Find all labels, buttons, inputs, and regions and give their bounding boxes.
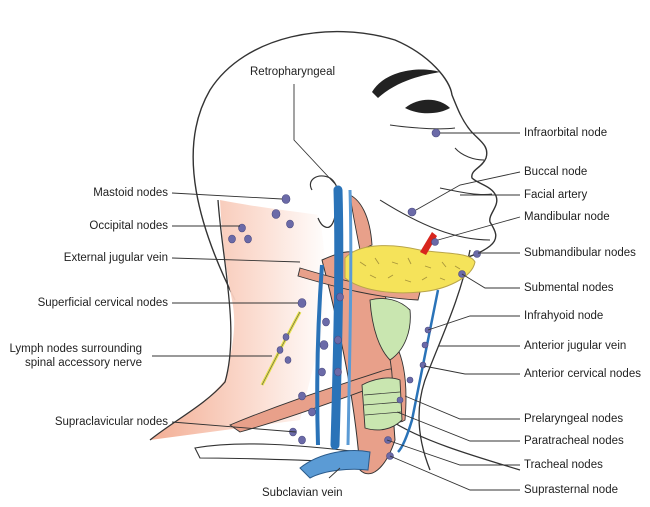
label-lymph-nodes-surrounding: Lymph nodes surrounding bbox=[9, 343, 142, 355]
internal-jugular-vein-2 bbox=[346, 189, 353, 446]
lymph-nodes bbox=[228, 128, 481, 460]
ring-lines bbox=[363, 391, 402, 416]
label-submental-nodes: Submental nodes bbox=[524, 282, 614, 294]
head-outline bbox=[192, 30, 498, 301]
eye bbox=[405, 99, 450, 114]
nose-line bbox=[454, 147, 485, 161]
label-facial-artery: Facial artery bbox=[524, 189, 588, 201]
label-anterior-cervical-nodes: Anterior cervical nodes bbox=[524, 368, 641, 380]
mouth-line bbox=[439, 187, 493, 195]
label-occipital-nodes: Occipital nodes bbox=[89, 220, 168, 232]
neck-skin bbox=[150, 200, 330, 440]
label-anterior-jugular-vein: Anterior jugular vein bbox=[524, 340, 627, 352]
label-mastoid-nodes: Mastoid nodes bbox=[93, 187, 168, 199]
gland-lobule-marks bbox=[359, 257, 461, 283]
label-external-jugular-vein: External jugular vein bbox=[63, 252, 168, 264]
tracheal-rings bbox=[361, 377, 403, 431]
label-suprasternal-node: Suprasternal node bbox=[524, 484, 618, 496]
eyebrow bbox=[372, 69, 440, 98]
spinal-accessory-nerve-outline bbox=[261, 311, 301, 386]
label-superficial-cervical-nodes: Superficial cervical nodes bbox=[37, 297, 168, 309]
subclavian-vein bbox=[299, 450, 371, 479]
label-tracheal-nodes: Tracheal nodes bbox=[524, 459, 603, 471]
jaw-line bbox=[379, 199, 491, 241]
label-infraorbital-node: Infraorbital node bbox=[524, 127, 608, 139]
label-infrahyoid-node: Infrahyoid node bbox=[524, 310, 604, 322]
thyroid-cartilage bbox=[369, 298, 411, 361]
label-spinal-accessory-nerve: spinal accessory nerve bbox=[25, 357, 142, 369]
submandibular-gland bbox=[344, 245, 476, 294]
label-mandibular-node: Mandibular node bbox=[524, 211, 610, 223]
label-buccal-node: Buccal node bbox=[524, 166, 588, 178]
scm-fibers-upper bbox=[349, 194, 373, 251]
neck-back-outline bbox=[149, 199, 232, 441]
label-submandibular-nodes: Submandibular nodes bbox=[524, 247, 636, 259]
internal-jugular-vein bbox=[330, 185, 344, 450]
neck-front-outline bbox=[418, 249, 471, 471]
label-supraclavicular-nodes: Supraclavicular nodes bbox=[54, 416, 168, 428]
cheek-line bbox=[389, 124, 456, 130]
facial-artery bbox=[420, 232, 437, 255]
label-retropharyngeal: Retropharyngeal bbox=[250, 66, 336, 78]
label-subclavian-vein: Subclavian vein bbox=[262, 487, 343, 499]
label-paratracheal-nodes: Paratracheal nodes bbox=[524, 435, 624, 447]
leader-lines bbox=[152, 84, 521, 491]
external-jugular-vein bbox=[315, 264, 324, 446]
label-prelaryngeal-nodes: Prelaryngeal nodes bbox=[524, 413, 624, 425]
